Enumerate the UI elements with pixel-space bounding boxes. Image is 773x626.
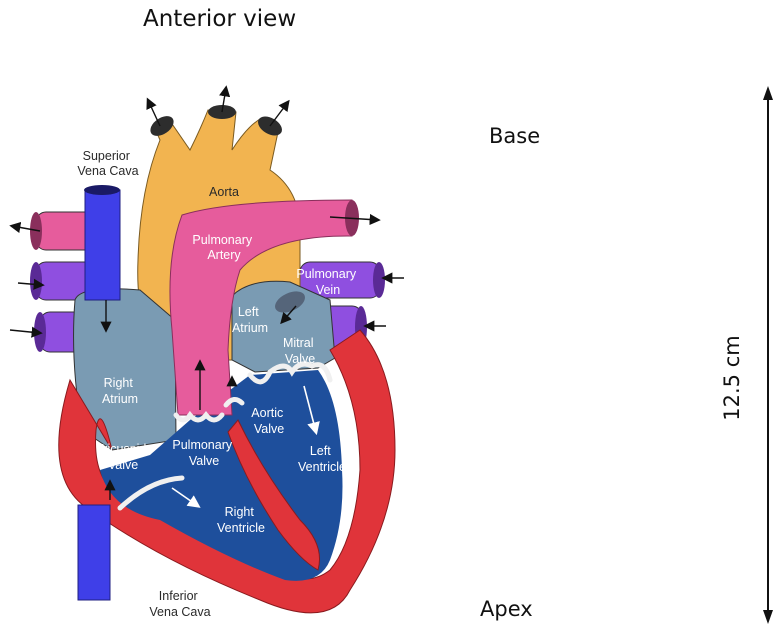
- scale-bar: [763, 86, 773, 624]
- label-inferior-vena-cava: Inferior Vena Cava: [149, 589, 210, 619]
- label-superior-vena-cava: Superior Vena Cava: [77, 149, 138, 178]
- label-aorta: Aorta: [209, 185, 239, 199]
